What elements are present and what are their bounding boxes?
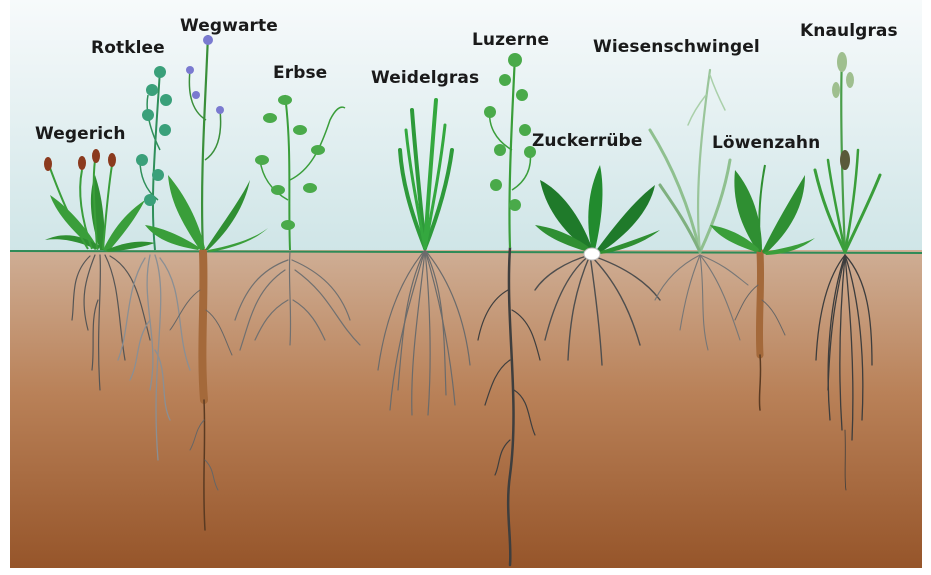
label-weidelgras: Weidelgras <box>371 68 479 88</box>
label-wegerich: Wegerich <box>35 124 126 144</box>
soil <box>10 250 922 568</box>
label-zuckerruebe: Zuckerrübe <box>532 131 642 151</box>
label-rotklee: Rotklee <box>91 38 165 58</box>
label-wiesenschwingel: Wiesenschwingel <box>593 37 760 57</box>
label-knaulgras: Knaulgras <box>800 21 898 41</box>
label-luzerne: Luzerne <box>472 30 549 50</box>
label-erbse: Erbse <box>273 63 327 83</box>
label-loewenzahn: Löwenzahn <box>712 133 820 153</box>
label-wegwarte: Wegwarte <box>180 16 278 36</box>
